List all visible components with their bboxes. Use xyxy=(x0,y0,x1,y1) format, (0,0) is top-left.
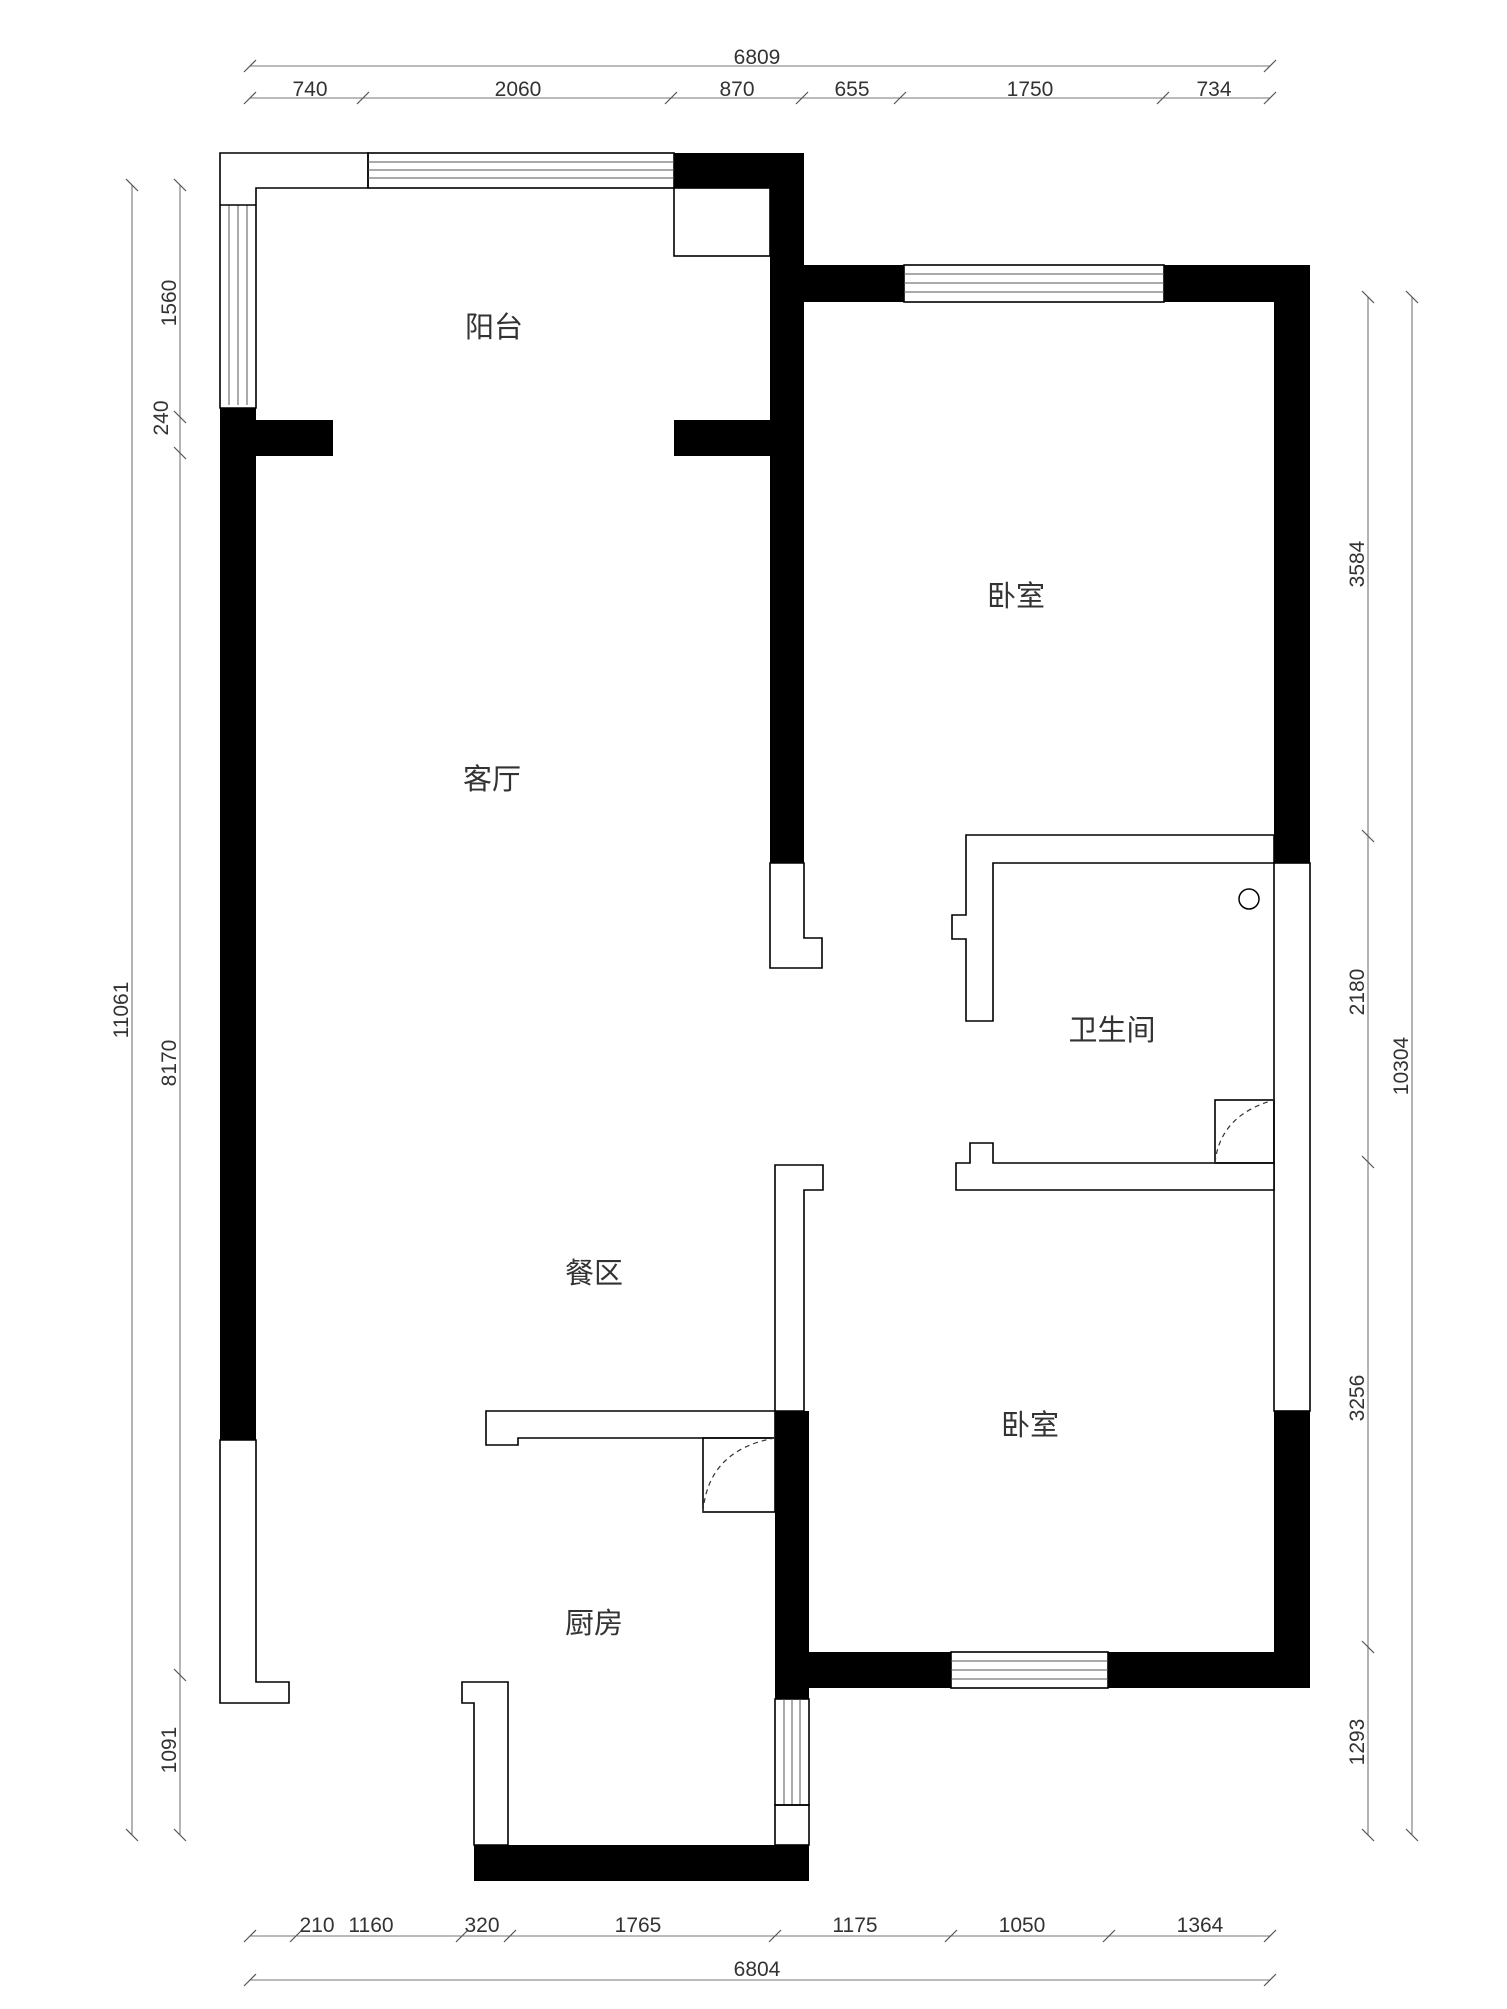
room-label-kitchen: 厨房 xyxy=(565,1606,623,1640)
bottom-dim-seg-6: 1050 xyxy=(999,1914,1046,1937)
right-dim-seg-1: 3584 xyxy=(1346,540,1369,587)
bottom-dim-seg-1: 210 xyxy=(299,1914,334,1937)
bottom-dim-seg-2: 1160 xyxy=(348,1914,393,1937)
room-label-bedroom-top: 卧室 xyxy=(987,579,1045,613)
top-dim-seg-2: 2060 xyxy=(495,78,542,101)
room-label-balcony: 阳台 xyxy=(465,310,523,344)
left-dimensions: 11061 1560 240 8170 1091 xyxy=(110,178,187,1842)
room-label-bathroom: 卫生间 xyxy=(1068,1013,1155,1047)
bottom-dim-seg-5: 1175 xyxy=(832,1914,877,1937)
left-dim-total: 11061 xyxy=(110,982,133,1039)
walls xyxy=(219,152,1311,1881)
bottom-dim-seg-4: 1765 xyxy=(615,1914,662,1937)
right-dim-seg-3: 3256 xyxy=(1346,1375,1369,1422)
left-dim-seg-2: 240 xyxy=(150,400,173,435)
room-label-living-room: 客厅 xyxy=(463,762,521,796)
left-dim-seg-3: 8170 xyxy=(158,1040,181,1087)
room-label-dining: 餐区 xyxy=(565,1256,623,1290)
room-labels: 阳台 客厅 卧室 卫生间 餐区 卧室 厨房 xyxy=(463,310,1156,1640)
bottom-dim-seg-7: 1364 xyxy=(1177,1914,1224,1937)
right-dim-seg-2: 2180 xyxy=(1346,969,1369,1016)
top-dim-seg-1: 740 xyxy=(292,78,327,101)
top-dim-total: 6809 xyxy=(734,46,781,69)
top-dim-seg-6: 734 xyxy=(1196,78,1231,101)
top-dim-seg-3: 870 xyxy=(719,78,754,101)
bottom-dim-total: 6804 xyxy=(734,1958,781,1981)
left-dim-seg-1: 1560 xyxy=(158,280,181,327)
room-label-bedroom-bottom: 卧室 xyxy=(1001,1408,1059,1442)
top-dim-seg-5: 1750 xyxy=(1007,78,1054,101)
bottom-dim-seg-3: 320 xyxy=(464,1914,499,1937)
right-dim-seg-4: 1293 xyxy=(1346,1719,1369,1766)
right-dimensions: 3584 2180 3256 1293 10304 xyxy=(1346,290,1419,1842)
bottom-dimensions: 210 1160 320 1765 1175 1050 1364 6804 xyxy=(243,1914,1277,1987)
top-dimensions: 6809 740 2060 870 655 1750 734 xyxy=(243,46,1277,105)
left-dim-seg-4: 1091 xyxy=(158,1727,181,1774)
top-dim-seg-4: 655 xyxy=(834,78,869,101)
right-dim-total: 10304 xyxy=(1390,1036,1413,1095)
